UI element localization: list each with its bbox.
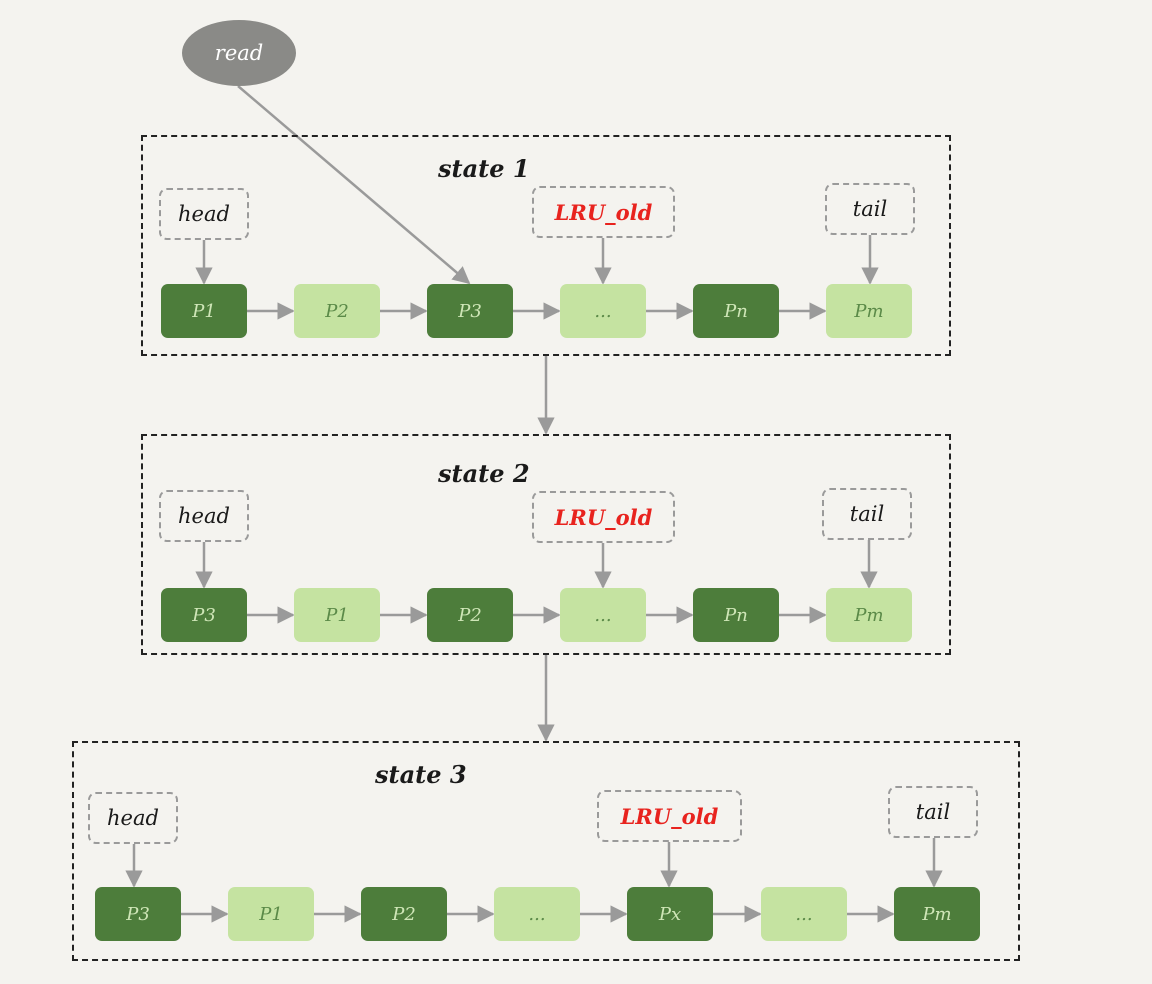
state-3-node: ... (761, 887, 847, 941)
state-1-node: Pn (693, 284, 779, 338)
state-2-node: ... (560, 588, 646, 642)
state-1-node: Pm (826, 284, 912, 338)
state-1-lru-old-pointer: LRU_old (532, 186, 675, 238)
state-3-tail-pointer: tail (888, 786, 978, 838)
state-1-node: P2 (294, 284, 380, 338)
state-3-node: Pm (894, 887, 980, 941)
state-1-head-pointer: head (159, 188, 249, 240)
state-1-frame (141, 135, 951, 356)
state-2-head-pointer: head (159, 490, 249, 542)
state-3-frame (72, 741, 1020, 961)
state-1-title: state 1 (438, 154, 530, 183)
state-2-tail-pointer: tail (822, 488, 912, 540)
state-2-node: P2 (427, 588, 513, 642)
state-2-node: P1 (294, 588, 380, 642)
state-3-lru-old-pointer: LRU_old (597, 790, 742, 842)
state-1-node: P3 (427, 284, 513, 338)
state-1-node: ... (560, 284, 646, 338)
state-3-node: Px (627, 887, 713, 941)
state-2-node: Pm (826, 588, 912, 642)
state-2-node: P3 (161, 588, 247, 642)
state-3-node: ... (494, 887, 580, 941)
state-3-node: P2 (361, 887, 447, 941)
read-bubble: read (182, 20, 296, 86)
state-3-node: P3 (95, 887, 181, 941)
state-2-title: state 2 (438, 459, 530, 488)
state-1-node: P1 (161, 284, 247, 338)
state-1-tail-pointer: tail (825, 183, 915, 235)
state-3-head-pointer: head (88, 792, 178, 844)
state-3-title: state 3 (375, 760, 467, 789)
state-3-node: P1 (228, 887, 314, 941)
state-2-node: Pn (693, 588, 779, 642)
state-2-lru-old-pointer: LRU_old (532, 491, 675, 543)
state-2-frame (141, 434, 951, 655)
